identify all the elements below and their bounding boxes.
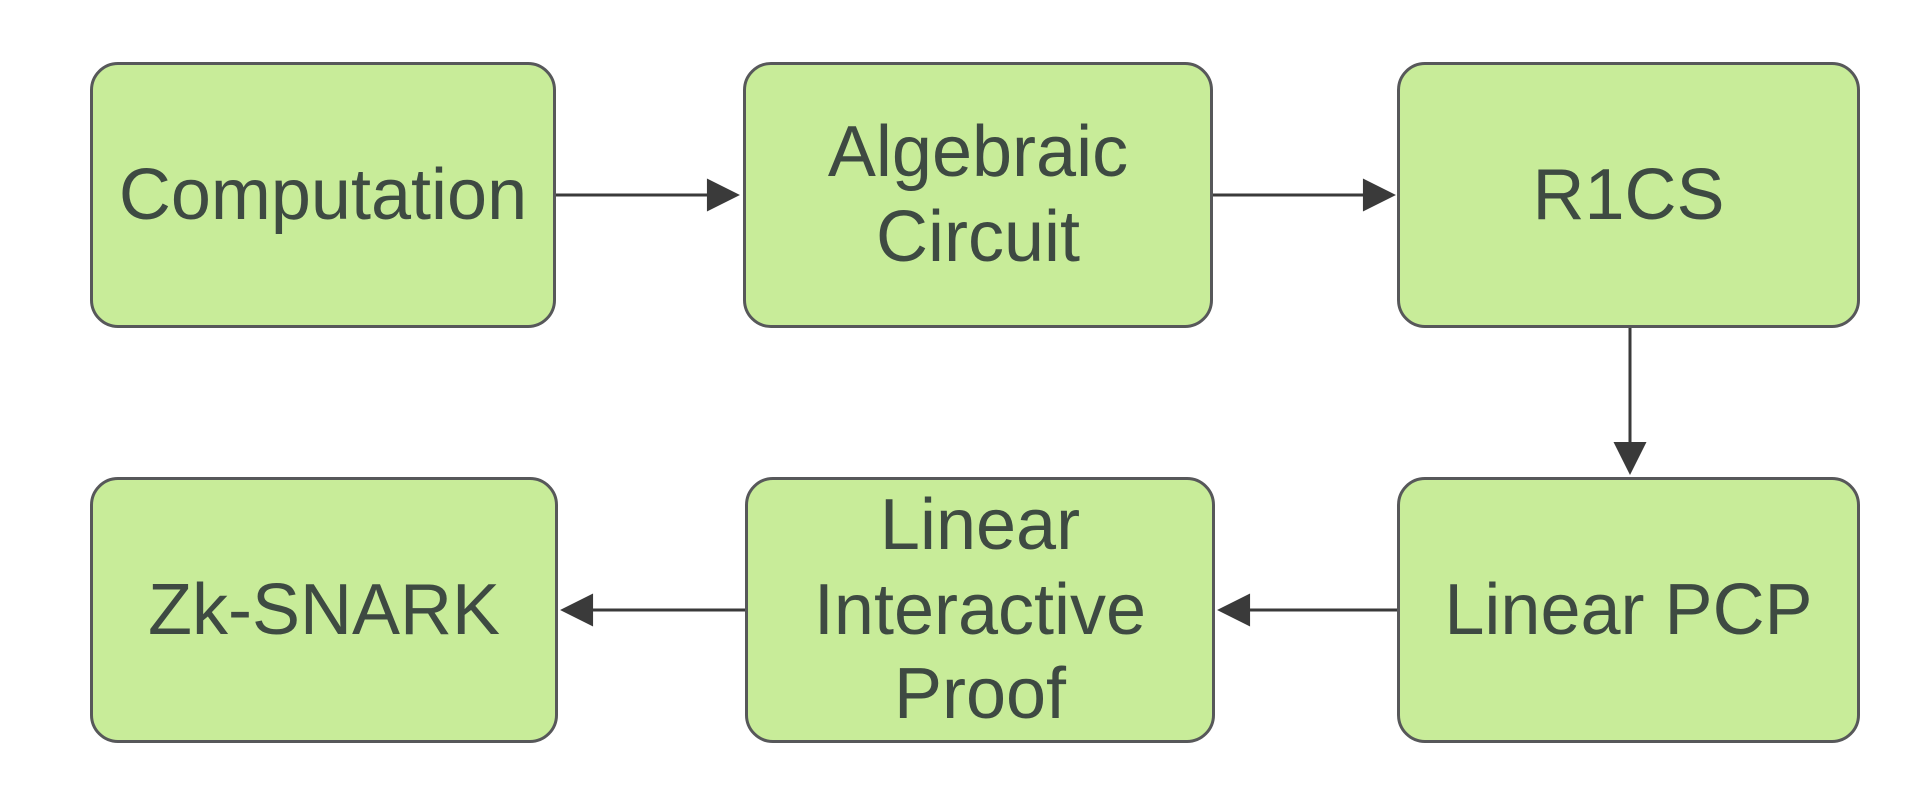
node-linear-pcp: Linear PCP [1397, 477, 1860, 743]
node-label: Computation [118, 154, 528, 235]
node-label: Linear PCP [1444, 569, 1813, 650]
node-label: Algebraic Circuit [827, 112, 1129, 277]
node-label: R1CS [1532, 154, 1725, 235]
node-label: Zk-SNARK [147, 569, 501, 650]
node-r1cs: R1CS [1397, 62, 1860, 328]
node-computation: Computation [90, 62, 556, 328]
node-linear-interactive-proof: Linear Interactive Proof [745, 477, 1215, 743]
node-label: Linear Interactive Proof [813, 484, 1147, 735]
node-algebraic-circuit: Algebraic Circuit [743, 62, 1213, 328]
node-zk-snark: Zk-SNARK [90, 477, 558, 743]
